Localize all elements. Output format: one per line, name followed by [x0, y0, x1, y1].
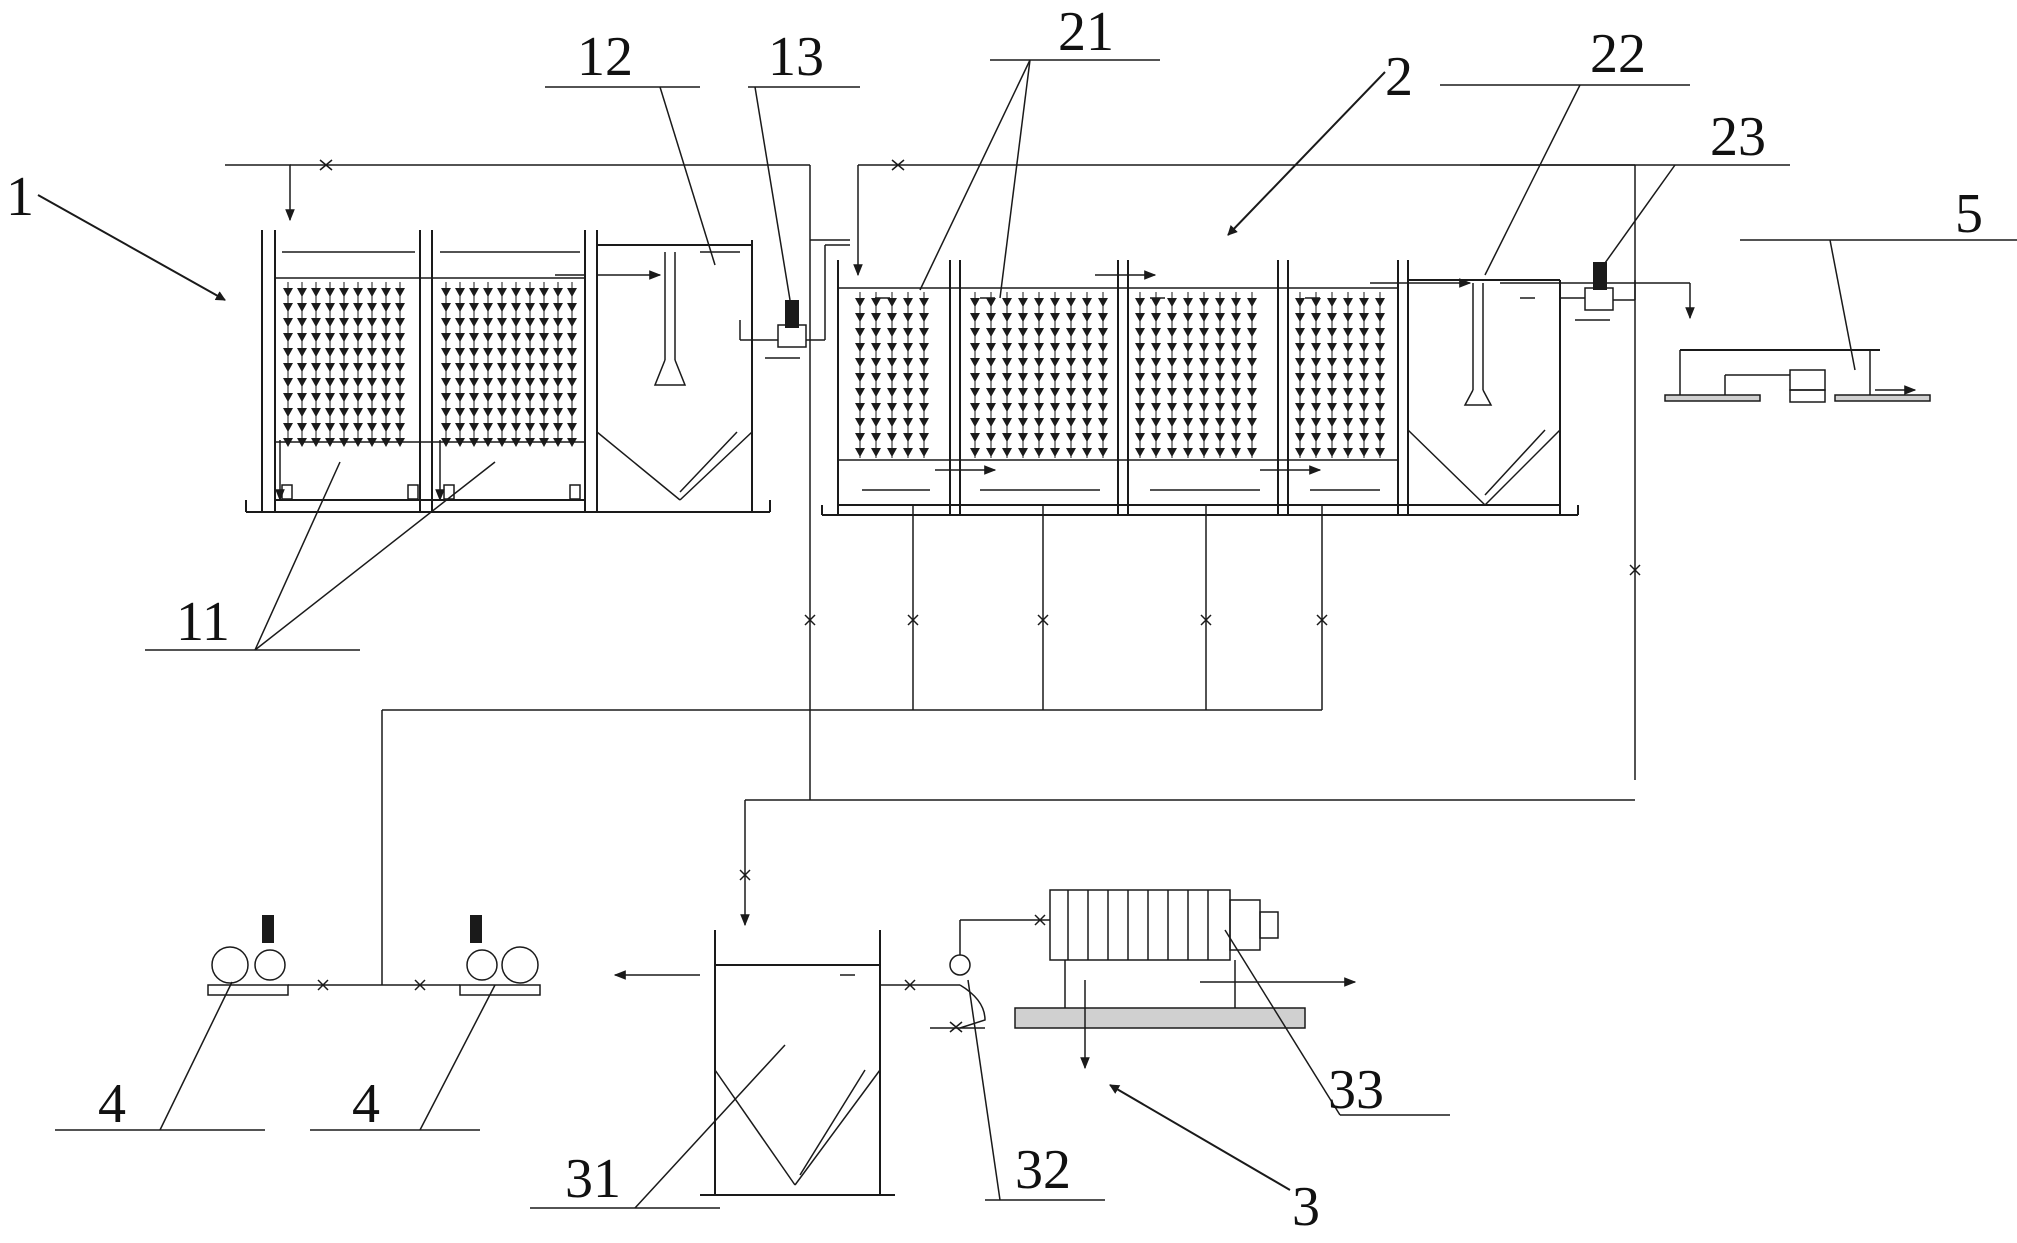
label-12: 12	[577, 26, 633, 88]
label-1: 1	[6, 166, 34, 228]
label-4-right: 4	[352, 1073, 380, 1135]
blower-4-right	[382, 915, 541, 996]
biofilm-media-left-b	[441, 282, 577, 447]
label-32: 32	[1015, 1139, 1071, 1201]
label-3: 3	[1292, 1176, 1320, 1238]
label-21: 21	[1058, 1, 1114, 63]
label-4-left: 4	[98, 1073, 126, 1135]
blower-4-left	[207, 915, 382, 996]
sludge-pump-32	[880, 914, 1050, 1033]
label-31: 31	[565, 1148, 621, 1210]
unit-1-tank-group	[245, 230, 771, 513]
unit-1-feed-pipe	[225, 159, 850, 502]
biofilm-media-unit-2	[855, 292, 1385, 458]
component-labels: 1 2 3 4 4 5 11 12 13 21 22 23 31 32 33	[6, 1, 1983, 1238]
label-33: 33	[1328, 1059, 1384, 1121]
biofilm-media-left-a	[283, 282, 405, 447]
pump-23	[1560, 262, 1636, 321]
label-22: 22	[1590, 23, 1646, 85]
pointer-arrows	[37, 71, 1386, 1191]
unit-2-tank-group	[821, 260, 1579, 516]
pump-13	[739, 244, 850, 359]
filter-press-33	[1014, 889, 1357, 1070]
air-pipe-network	[381, 240, 1641, 985]
label-5: 5	[1955, 183, 1983, 245]
leader-lines	[55, 59, 2017, 1209]
label-13: 13	[768, 26, 824, 88]
label-2: 2	[1385, 46, 1413, 108]
sludge-thickener-31	[613, 930, 895, 1196]
label-11: 11	[176, 591, 230, 653]
unit-5-outlet-channel	[1664, 349, 1931, 403]
label-23: 23	[1710, 106, 1766, 168]
